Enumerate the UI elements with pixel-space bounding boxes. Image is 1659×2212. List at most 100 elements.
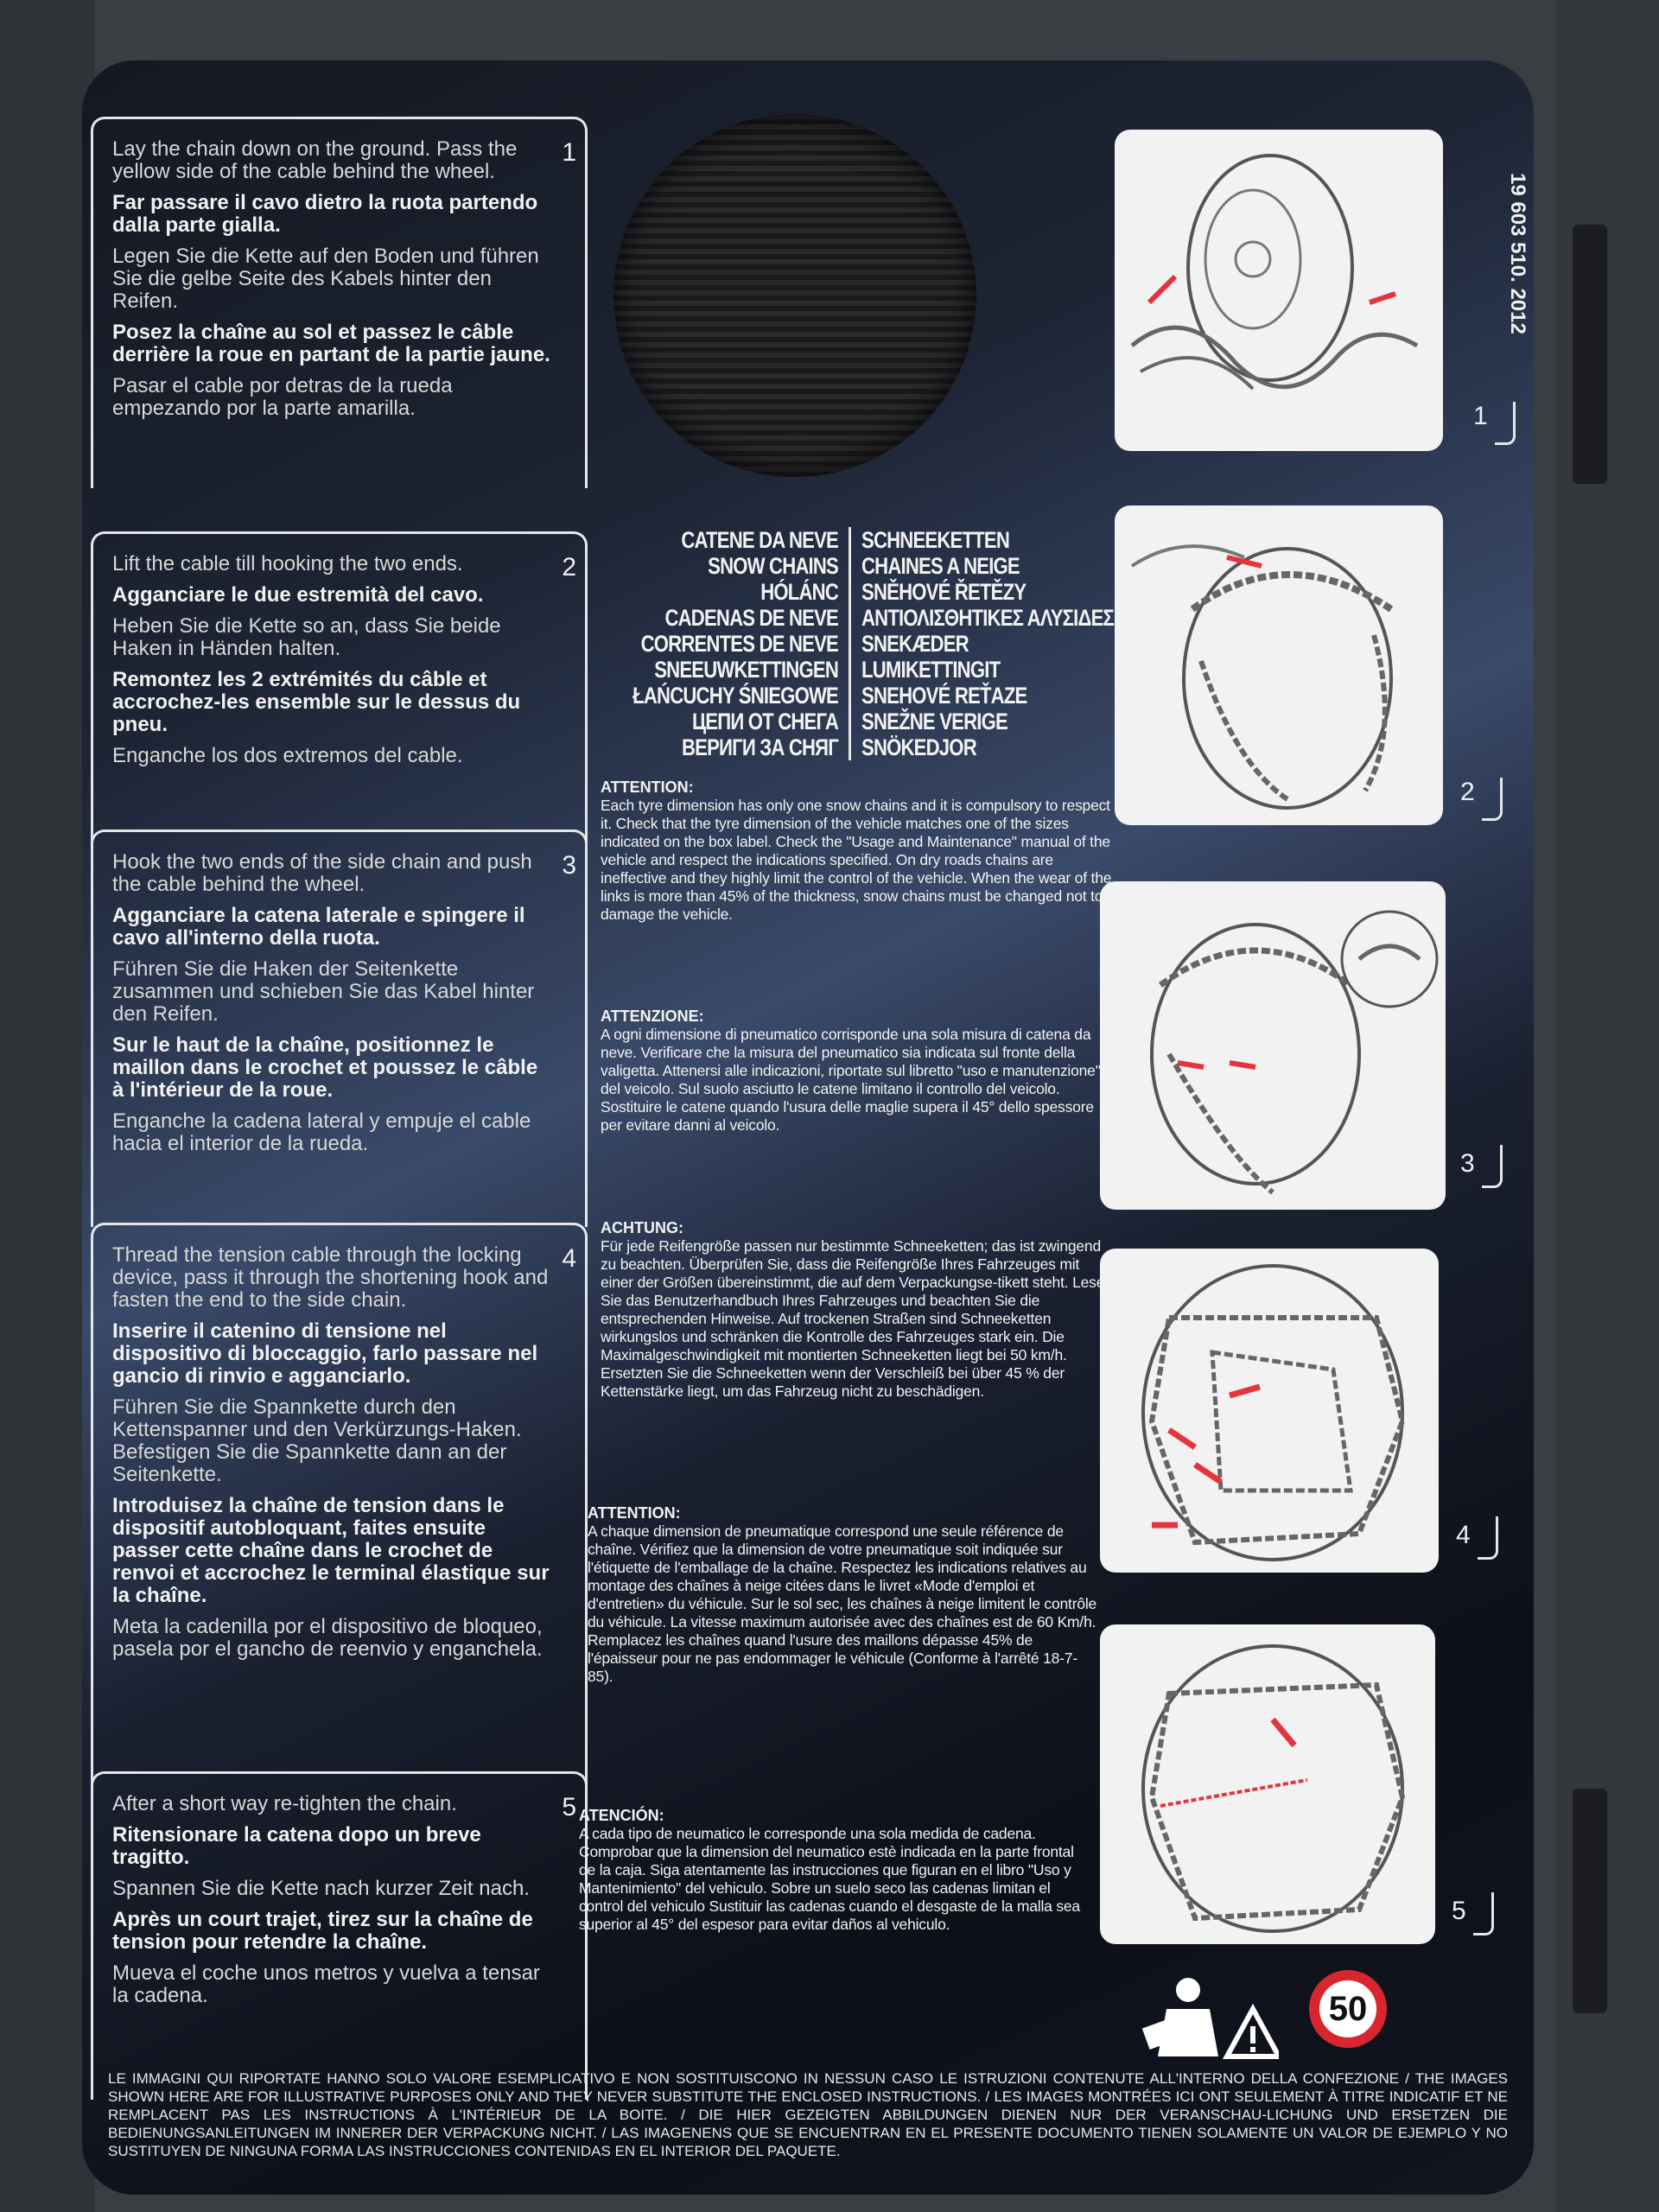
step-text: Thread the tension cable through the loc… <box>112 1243 549 1312</box>
warning-triangle-icon <box>1222 2003 1279 2059</box>
panel-bracket <box>1478 1516 1498 1560</box>
product-title: LUMIKETTINGIT <box>861 657 1001 683</box>
warning-text: A ogni dimensione di pneumatico corrispo… <box>601 1026 1101 1134</box>
step-text: Mueva el coche unos metros y vuelva a te… <box>112 1961 540 2007</box>
warning-heading: ATTENZIONE: <box>601 1007 704 1025</box>
case-clip-top <box>1573 225 1607 484</box>
step-number: 1 <box>562 138 576 167</box>
panel-bracket <box>1482 778 1503 821</box>
step-text: Legen Sie die Kette auf den Boden und fü… <box>112 245 539 313</box>
step-text: Lay the chain down on the ground. Pass t… <box>112 137 518 183</box>
product-title: ВЕРИГИ ЗА СНЯГ <box>681 734 839 760</box>
step-text: Hook the two ends of the side chain and … <box>112 850 532 896</box>
step-text: Agganciare le due estremità del cavo. <box>112 583 484 607</box>
panel-bracket <box>1482 1145 1503 1188</box>
step-3-instructions: 3 Hook the two ends of the side chain an… <box>91 830 588 1227</box>
background-right <box>1555 0 1659 2212</box>
illustration-panel-3 <box>1100 881 1446 1210</box>
product-title: SNĚHOVÉ ŘETĚZY <box>861 579 1027 605</box>
step-text: Inserire il catenino di tensione nel dis… <box>112 1319 538 1388</box>
background-left <box>0 0 95 2212</box>
warning-heading: ATTENTION: <box>601 779 694 796</box>
product-title: CADENAS DE NEVE <box>664 605 838 631</box>
warning-de: ACHTUNG: Für jede Reifengröße passen nur… <box>601 1218 1115 1401</box>
warning-text: Für jede Reifengröße passen nur bestimmt… <box>601 1237 1113 1400</box>
step-5-instructions: 5 After a short way re-tighten the chain… <box>91 1771 588 2100</box>
step-text: Führen Sie die Spannkette durch den Kett… <box>112 1395 522 1486</box>
step-text: After a short way re-tighten the chain. <box>112 1792 457 1815</box>
wheel-illustration <box>1150 910 1439 1195</box>
step-text: Meta la cadenilla por el dispositivo de … <box>112 1615 543 1661</box>
speed-limit-sign: 50 <box>1309 1970 1387 2048</box>
panel-bracket <box>1473 1892 1494 1936</box>
illustration-panel-5 <box>1100 1624 1435 1944</box>
step-number: 5 <box>562 1793 576 1821</box>
warning-en: ATTENTION: Each tyre dimension has only … <box>601 778 1115 924</box>
warning-heading: ACHTUNG: <box>601 1219 683 1236</box>
warning-es: ATENCIÓN: A cada tipo de neumatico le co… <box>579 1806 1093 1934</box>
product-title: CATENE DA NEVE <box>681 527 838 553</box>
illustration-panel-1 <box>1115 130 1443 451</box>
wheel-illustration <box>1141 1264 1406 1561</box>
wheel-illustration <box>1141 1644 1406 1933</box>
step-1-instructions: 1 Lay the chain down on the ground. Pass… <box>91 117 588 488</box>
panel-number-5: 5 <box>1452 1897 1466 1925</box>
panel-number-2: 2 <box>1460 778 1475 806</box>
step-text: Remontez les 2 extrémités du câble et ac… <box>112 668 521 736</box>
step-text: Ritensionare la catena dopo un breve tra… <box>112 1823 481 1869</box>
instruction-card: 1 Lay the chain down on the ground. Pass… <box>82 60 1534 2195</box>
illustration-panel-2 <box>1115 505 1443 825</box>
warning-heading: ATENCIÓN: <box>579 1807 664 1824</box>
panel-number-4: 4 <box>1456 1521 1471 1549</box>
product-title: HÓLÁNC <box>760 579 839 605</box>
read-manual-icon <box>1141 1978 1279 2059</box>
step-text: Heben Sie die Kette so an, dass Sie beid… <box>112 614 501 660</box>
step-number: 2 <box>562 553 576 582</box>
panel-number-1: 1 <box>1473 402 1488 430</box>
step-text: Far passare il cavo dietro la ruota part… <box>112 191 538 237</box>
step-2-instructions: 2 Lift the cable till hooking the two en… <box>91 531 588 860</box>
step-text: Posez la chaîne au sol et passez le câbl… <box>112 321 550 366</box>
product-title: SNOW CHAINS <box>708 553 839 579</box>
case-clip-bottom <box>1573 1789 1607 2013</box>
step-text: Introduisez la chaîne de tension dans le… <box>112 1494 550 1607</box>
product-title: SNEKÆDER <box>861 631 969 657</box>
product-reference: 19 603 510. 2012 <box>1506 173 1529 334</box>
warning-text: Each tyre dimension has only one snow ch… <box>601 797 1112 923</box>
wheel-illustration <box>1130 544 1394 810</box>
disclaimer-text: LE IMMAGINI QUI RIPORTATE HANNO SOLO VAL… <box>108 2070 1508 2159</box>
product-title: SCHNEEKETTEN <box>861 527 1010 553</box>
product-title: ΑΝΤΙΟΛΙΣΘΗΤΙΚΕΣ ΑΛΥΣΙΔΕΣ <box>861 605 1115 631</box>
warning-text: A cada tipo de neumatico le corresponde … <box>579 1825 1080 1933</box>
step-text: Agganciare la catena laterale e spingere… <box>112 904 525 950</box>
warning-heading: ATTENTION: <box>588 1504 681 1522</box>
step-number: 3 <box>562 851 576 880</box>
product-title: CHAINES A NEIGE <box>861 553 1020 579</box>
step-text: Lift the cable till hooking the two ends… <box>112 552 463 575</box>
velcro-patch <box>613 114 976 477</box>
panel-number-3: 3 <box>1460 1149 1475 1178</box>
warning-text: A chaque dimension de pneumatique corres… <box>588 1522 1097 1685</box>
step-4-instructions: 4 Thread the tension cable through the l… <box>91 1223 588 1784</box>
product-title: ŁAŃCUCHY ŚNIEGOWE <box>632 683 839 709</box>
product-title: SNÖKEDJOR <box>861 734 977 760</box>
wheel-illustration <box>1130 154 1419 391</box>
warning-fr: ATTENTION: A chaque dimension de pneumat… <box>588 1503 1102 1686</box>
panel-bracket <box>1495 402 1516 445</box>
step-text: Führen Sie die Haken der Seitenkette zus… <box>112 957 535 1026</box>
product-title: SNEEUWKETTINGEN <box>654 657 839 683</box>
product-title: CORRENTES DE NEVE <box>640 631 839 657</box>
step-text: Enganche la cadena lateral y empuje el c… <box>112 1109 531 1155</box>
step-text: Pasar el cable por detras de la rueda em… <box>112 374 453 420</box>
step-text: Sur le haut de la chaîne, positionnez le… <box>112 1033 538 1102</box>
step-text: Après un court trajet, tirez sur la chaî… <box>112 1908 533 1954</box>
step-text: Enganche los dos extremos del cable. <box>112 744 463 767</box>
step-text: Spannen Sie die Kette nach kurzer Zeit n… <box>112 1877 530 1900</box>
product-title: SNEŽNE VERIGE <box>861 709 1008 734</box>
warning-it: ATTENZIONE: A ogni dimensione di pneumat… <box>601 1007 1115 1135</box>
illustration-panel-4 <box>1100 1249 1439 1573</box>
product-title: ЦЕПИ ОТ СНЕГА <box>691 709 839 734</box>
